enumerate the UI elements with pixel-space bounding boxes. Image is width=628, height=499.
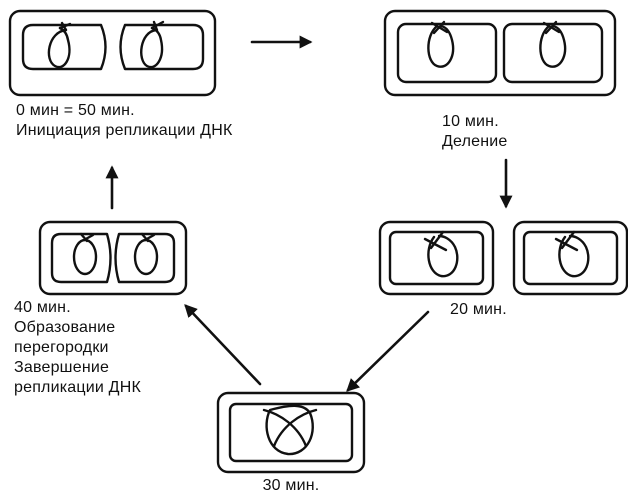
label-stage-20-time: 20 мин. bbox=[450, 301, 507, 318]
label-stage-30: 30 мин. bbox=[256, 476, 326, 496]
label-stage-0: 0 мин = 50 мин. Инициация репликации ДНК bbox=[16, 101, 232, 141]
label-stage-40-line-1: Образование bbox=[14, 319, 116, 336]
label-stage-10: 10 мин. Деление bbox=[442, 112, 508, 152]
cell-stage-30 bbox=[216, 391, 366, 474]
label-stage-40-line-2: перегородки bbox=[14, 339, 109, 356]
cell-stage-20 bbox=[378, 220, 628, 296]
label-stage-30-time: 30 мин. bbox=[262, 477, 320, 494]
arrow-20-to-30 bbox=[346, 310, 430, 392]
cell-stage-40 bbox=[38, 220, 188, 296]
cell-stage-0 bbox=[8, 9, 217, 97]
label-stage-10-time: 10 мин. bbox=[442, 113, 499, 130]
label-stage-0-desc: Инициация репликации ДНК bbox=[16, 122, 233, 139]
arrow-30-to-40 bbox=[184, 304, 262, 386]
cell-stage-10 bbox=[383, 9, 617, 97]
label-stage-40: 40 мин. Образование перегородки Завершен… bbox=[14, 298, 141, 398]
label-stage-40-line-3: Завершение bbox=[14, 359, 110, 376]
label-stage-10-desc: Деление bbox=[442, 133, 508, 150]
label-stage-40-time: 40 мин. bbox=[14, 299, 71, 316]
label-stage-20: 20 мин. bbox=[450, 300, 507, 320]
label-stage-40-line-4: репликации ДНК bbox=[14, 379, 141, 396]
arrows bbox=[105, 35, 513, 392]
label-stage-0-time: 0 мин = 50 мин. bbox=[16, 102, 135, 119]
